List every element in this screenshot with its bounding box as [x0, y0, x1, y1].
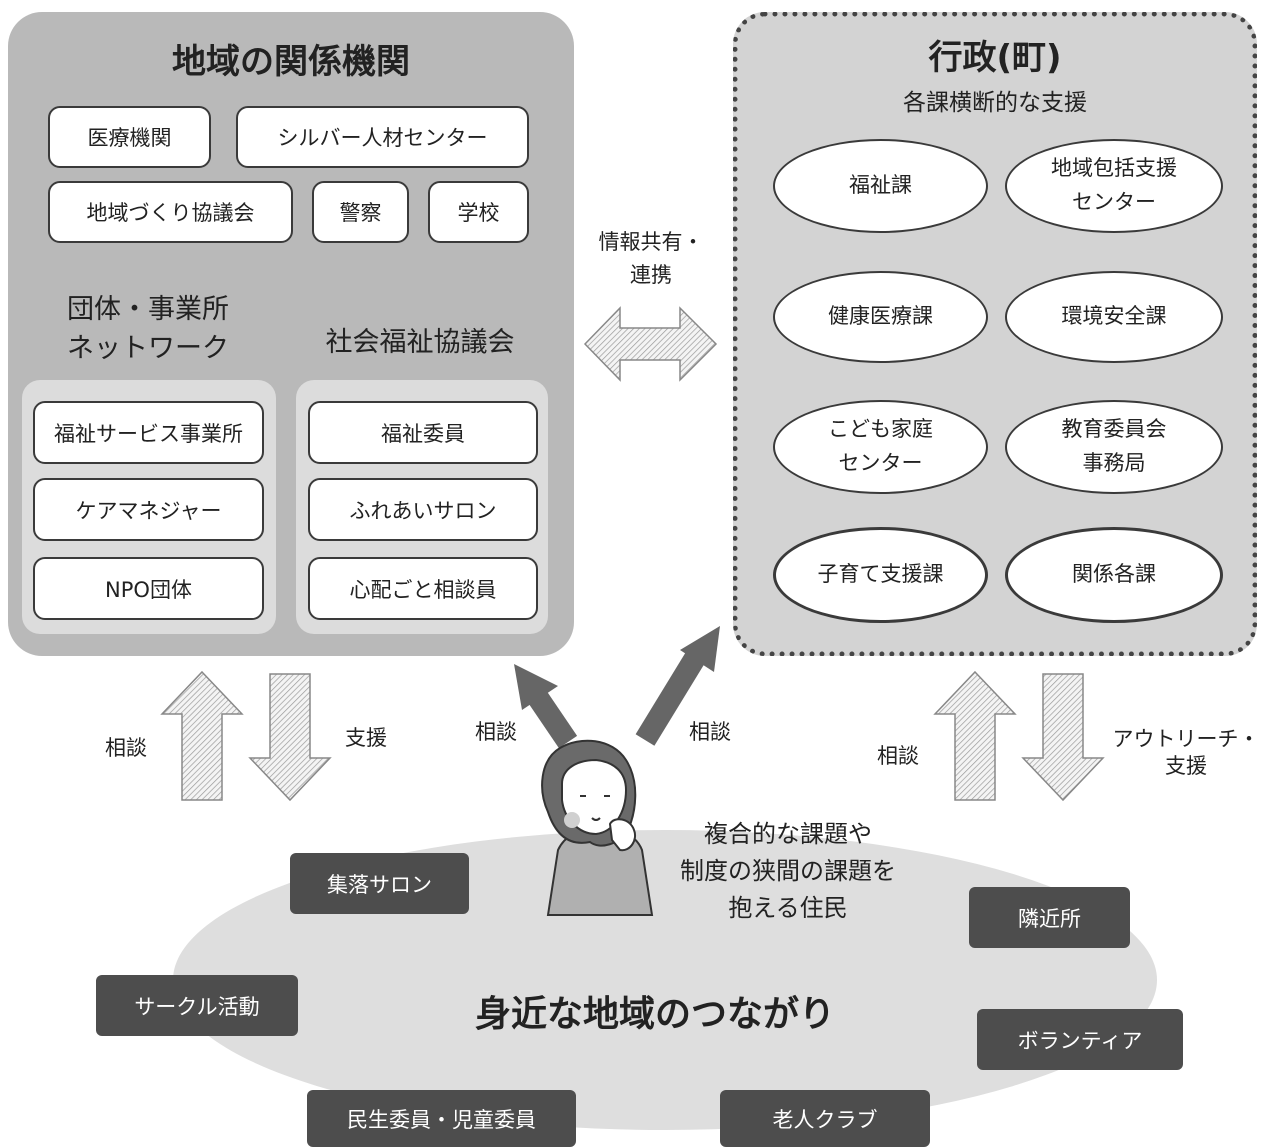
dept-related-sections-label: 関係各課: [1072, 562, 1156, 587]
org-box-police: 警察: [312, 181, 409, 243]
diag-right-consult-label: 相談: [689, 720, 731, 744]
dept-community-support-center-line2: センター: [1072, 190, 1156, 214]
council-item-welfare-commissioner: 福祉委員: [308, 401, 538, 464]
dept-children-family-center: こども家庭センター: [773, 400, 988, 494]
dept-health-medical-label: 健康医療課: [828, 304, 933, 329]
left-support-down-arrow: [248, 673, 332, 802]
org-box-school: 学校: [428, 181, 529, 243]
left-consult-label: 相談: [105, 736, 147, 760]
community-item-welfare-child-commissioners: 民生委員・児童委員: [307, 1090, 576, 1147]
resident-description-line2: 制度の狭間の課題を: [680, 857, 896, 886]
resident-description: 複合的な課題や 制度の狭間の課題を 抱える住民: [660, 816, 916, 928]
right-outreach-label: アウトリーチ・ 支援: [1108, 726, 1264, 781]
org-box-silver-center: シルバー人材センター: [236, 106, 529, 168]
dept-childcare-support: 子育て支援課: [773, 527, 988, 623]
dept-children-family-center-line1: こども家庭: [828, 417, 933, 442]
diag-right-arrow: [635, 626, 720, 746]
dept-education-board-line1: 教育委員会: [1061, 417, 1167, 442]
network-item-care-manager: ケアマネジャー: [33, 478, 264, 541]
dept-community-support-center-line1: 地域包括支援: [1051, 156, 1177, 181]
administration-subtitle: 各課横断的な支援: [903, 90, 1087, 116]
community-item-village-salon: 集落サロン: [290, 853, 469, 914]
info-share-label-line1: 情報共有・: [598, 230, 704, 254]
dept-welfare: 福祉課: [773, 139, 988, 233]
community-title: 身近な地域のつながり: [474, 994, 835, 1035]
council-item-consultant: 心配ごと相談員: [308, 557, 538, 620]
right-outreach-down-arrow: [1021, 673, 1105, 802]
community-item-neighbors: 隣近所: [969, 887, 1130, 948]
left-support-label: 支援: [345, 726, 387, 750]
network-item-welfare-office: 福祉サービス事業所: [33, 401, 264, 464]
info-share-double-arrow: [583, 306, 718, 382]
right-outreach-label-line2: 支援: [1165, 754, 1207, 779]
resident-description-line1: 複合的な課題や: [704, 820, 872, 848]
community-item-senior-club: 老人クラブ: [720, 1090, 930, 1147]
diag-left-arrow: [514, 664, 578, 749]
dept-health-medical: 健康医療課: [773, 271, 988, 363]
org-box-medical: 医療機関: [48, 106, 211, 168]
dept-community-support-center: 地域包括支援センター: [1005, 139, 1223, 233]
related-organizations-title: 地域の関係機関: [172, 42, 410, 82]
diag-left-consult-label: 相談: [475, 720, 517, 744]
info-share-label: 情報共有・ 連携: [585, 226, 717, 291]
group-council-title: 社会福祉協議会: [325, 327, 515, 358]
administration-title: 行政(町): [928, 38, 1062, 78]
right-consult-up-arrow: [933, 670, 1017, 801]
community-item-volunteer: ボランティア: [977, 1009, 1183, 1070]
dept-education-board: 教育委員会事務局: [1005, 400, 1223, 494]
dept-children-family-center-line2: センター: [838, 451, 923, 475]
dept-childcare-support-label: 子育て支援課: [817, 562, 944, 587]
dept-welfare-label: 福祉課: [849, 173, 912, 198]
resident-description-line3: 抱える住民: [728, 894, 848, 923]
council-item-salon: ふれあいサロン: [308, 478, 538, 541]
dept-related-sections: 関係各課: [1005, 527, 1223, 623]
dept-education-board-line2: 事務局: [1082, 451, 1146, 475]
group-network-title-line1: 団体・事業所: [67, 294, 229, 325]
group-network-title: 団体・事業所 ネットワーク: [20, 290, 276, 368]
dept-environment-safety-label: 環境安全課: [1061, 304, 1167, 329]
org-box-community-council: 地域づくり協議会: [48, 181, 293, 243]
resident-illustration: [541, 739, 654, 916]
network-item-npo: NPO団体: [33, 557, 264, 620]
right-outreach-label-line1: アウトリーチ・: [1112, 727, 1260, 751]
left-consult-up-arrow: [160, 670, 244, 801]
dept-environment-safety: 環境安全課: [1005, 271, 1223, 363]
info-share-label-line2: 連携: [630, 262, 672, 287]
community-item-circle-activity: サークル活動: [96, 975, 298, 1036]
right-consult-label: 相談: [877, 744, 919, 768]
group-network-title-line2: ネットワーク: [67, 333, 229, 365]
